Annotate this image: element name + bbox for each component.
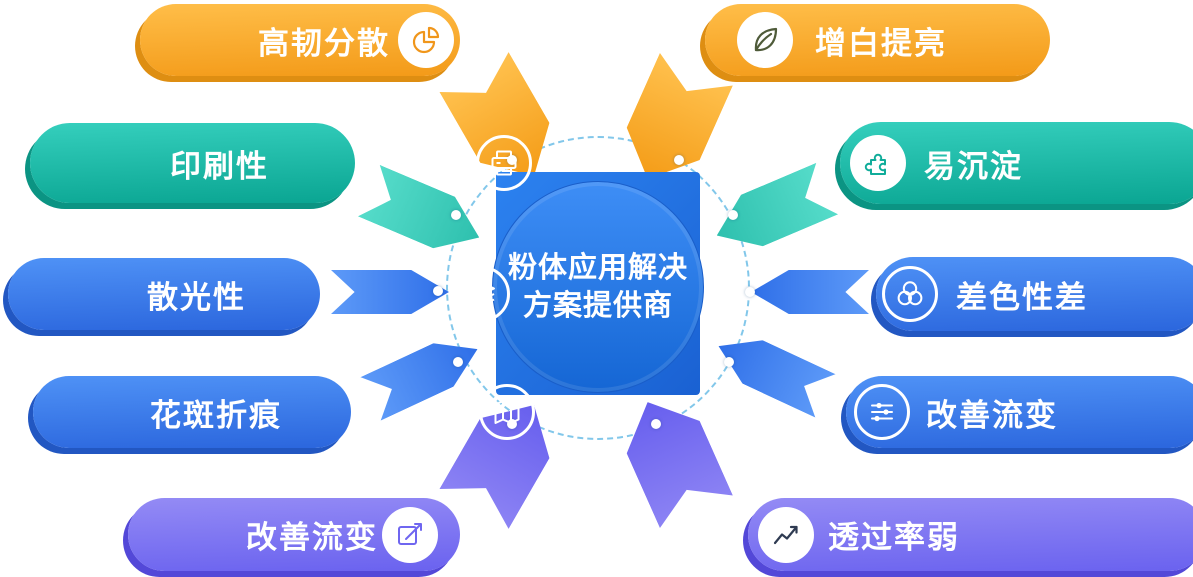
pill-rheology-improvement-left: 改善流变: [128, 498, 460, 571]
puzzle-icon: [850, 135, 906, 191]
pill-label: 透过率弱: [828, 520, 960, 556]
pill-label: 改善流变: [926, 397, 1058, 434]
center-circle: 粉体应用解决 方案提供商: [492, 181, 704, 393]
pill-label: 改善流变: [246, 520, 378, 556]
center-title-line2: 方案提供商: [522, 288, 673, 322]
connector-dot: [674, 155, 684, 165]
layers-icon: [454, 266, 510, 322]
connector-dot: [728, 210, 738, 220]
pill-label: 易沉淀: [924, 148, 1023, 185]
connector-dot: [433, 286, 443, 296]
leaf-icon: [737, 12, 793, 68]
connector-arrow-mid-right: [751, 270, 869, 314]
pill-label: 散光性: [147, 279, 246, 316]
pill-label: 印刷性: [170, 148, 269, 185]
connector-dot: [651, 419, 661, 429]
connector-arrow-mid-left: [331, 270, 449, 314]
connector-dot: [745, 287, 755, 297]
connector-dot: [451, 210, 461, 220]
pill-high-toughness-dispersion: 高韧分散: [140, 4, 460, 76]
pill-weak-transmittance: 透过率弱: [748, 498, 1193, 571]
connector-dot: [724, 357, 734, 367]
sliders-icon: [854, 384, 910, 440]
connector-dot: [453, 357, 463, 367]
pie-chart-icon: [398, 12, 454, 68]
pill-whitening-brightening: 增白提亮: [705, 4, 1050, 76]
pill-label: 高韧分散: [258, 25, 390, 62]
color-circles-icon: [882, 266, 938, 322]
pill-label: 差色性差: [956, 279, 1088, 316]
pill-poor-color-difference: 差色性差: [876, 257, 1193, 331]
pill-label: 增白提亮: [815, 25, 947, 62]
pill-rheology-improvement-right: 改善流变: [846, 376, 1193, 448]
pill-light-diffusion: 散光性: [8, 258, 510, 330]
trend-chart-icon: [758, 506, 814, 563]
edit-chart-icon: [382, 506, 438, 563]
pill-easy-sedimentation: 易沉淀: [840, 122, 1193, 204]
map-icon: [479, 384, 535, 440]
pill-mottle-crease: 花斑折痕: [33, 376, 535, 448]
printer-icon: [476, 135, 532, 191]
pill-printability: 印刷性: [30, 123, 532, 203]
pill-label: 花斑折痕: [150, 397, 282, 434]
center-title-line1: 粉体应用解决: [507, 250, 688, 285]
